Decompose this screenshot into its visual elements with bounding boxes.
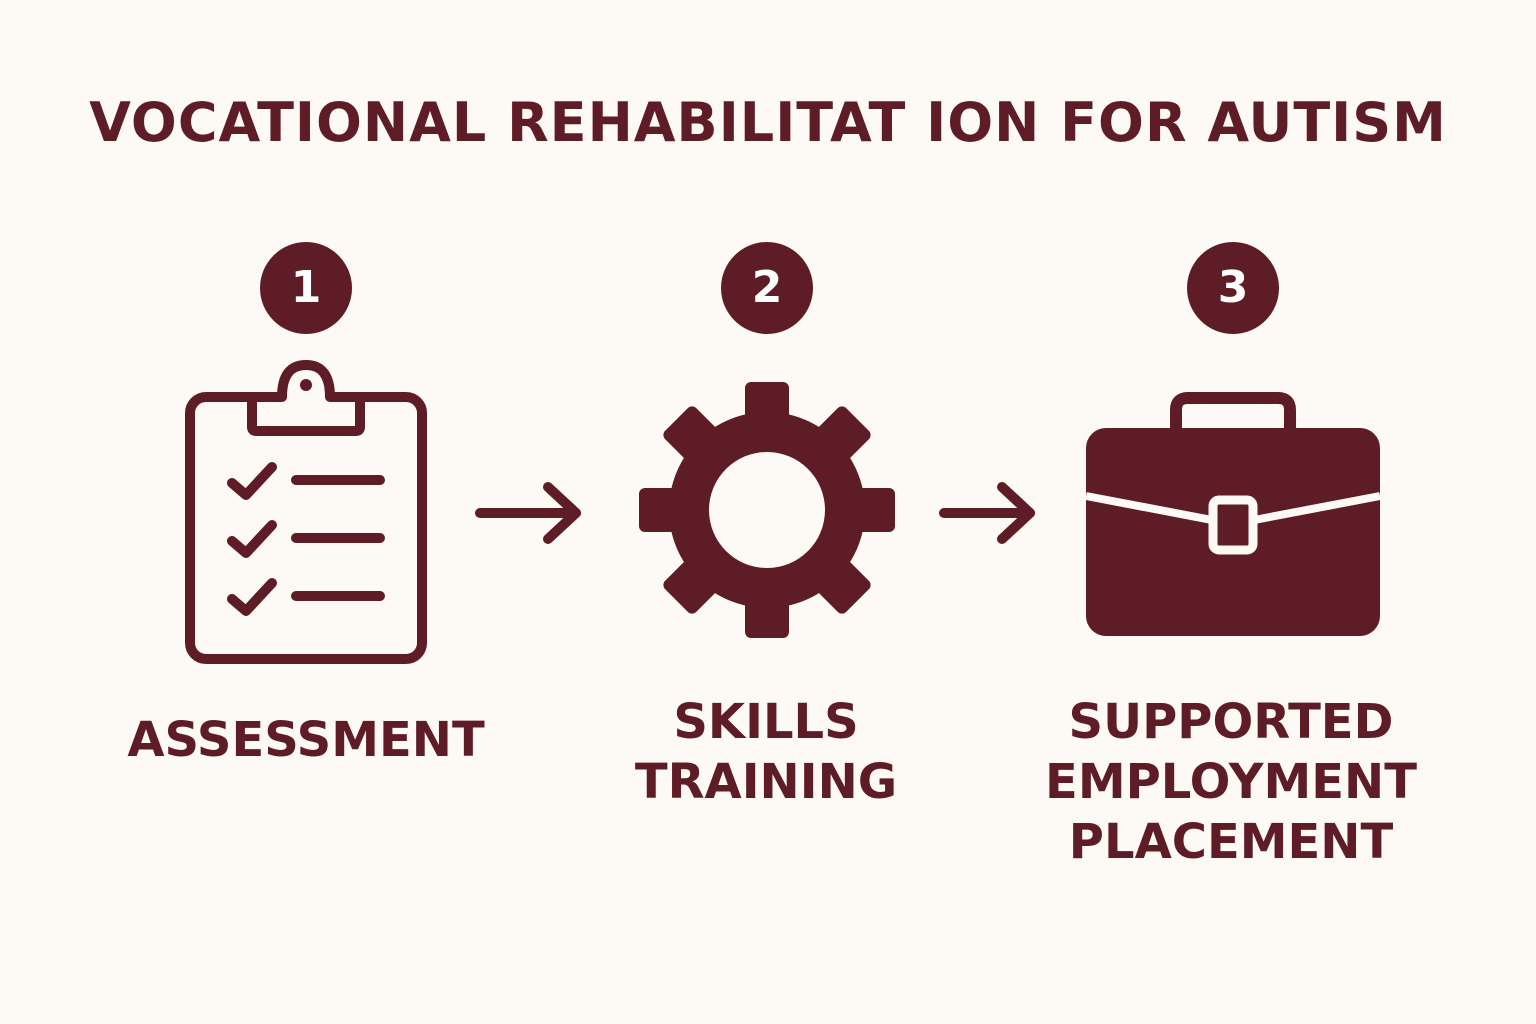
step-2-label-line-1: SKILLS xyxy=(673,694,859,750)
step-1-number-badge: 1 xyxy=(260,242,352,334)
step-3-label-line-3: PLACEMENT xyxy=(1068,814,1394,870)
step-1-label-line-1: ASSESSMENT xyxy=(127,712,485,768)
step-3-label-line-2: EMPLOYMENT xyxy=(1045,754,1417,810)
briefcase-icon xyxy=(1085,392,1381,636)
step-1-label: ASSESSMENT xyxy=(106,710,506,770)
step-2-number-badge: 2 xyxy=(721,242,813,334)
arrow-right-icon xyxy=(475,482,581,544)
step-2-label-line-2: TRAINING xyxy=(634,754,898,810)
step-3-label-line-1: SUPPORTED xyxy=(1068,694,1394,750)
arrow-right-icon xyxy=(939,482,1035,544)
diagram-title: VOCATIONAL REHABILITAT ION FOR AUTISM xyxy=(89,91,1447,154)
step-3-number-badge: 3 xyxy=(1187,242,1279,334)
clipboard-checklist-icon xyxy=(185,360,427,664)
gear-icon xyxy=(639,382,895,638)
